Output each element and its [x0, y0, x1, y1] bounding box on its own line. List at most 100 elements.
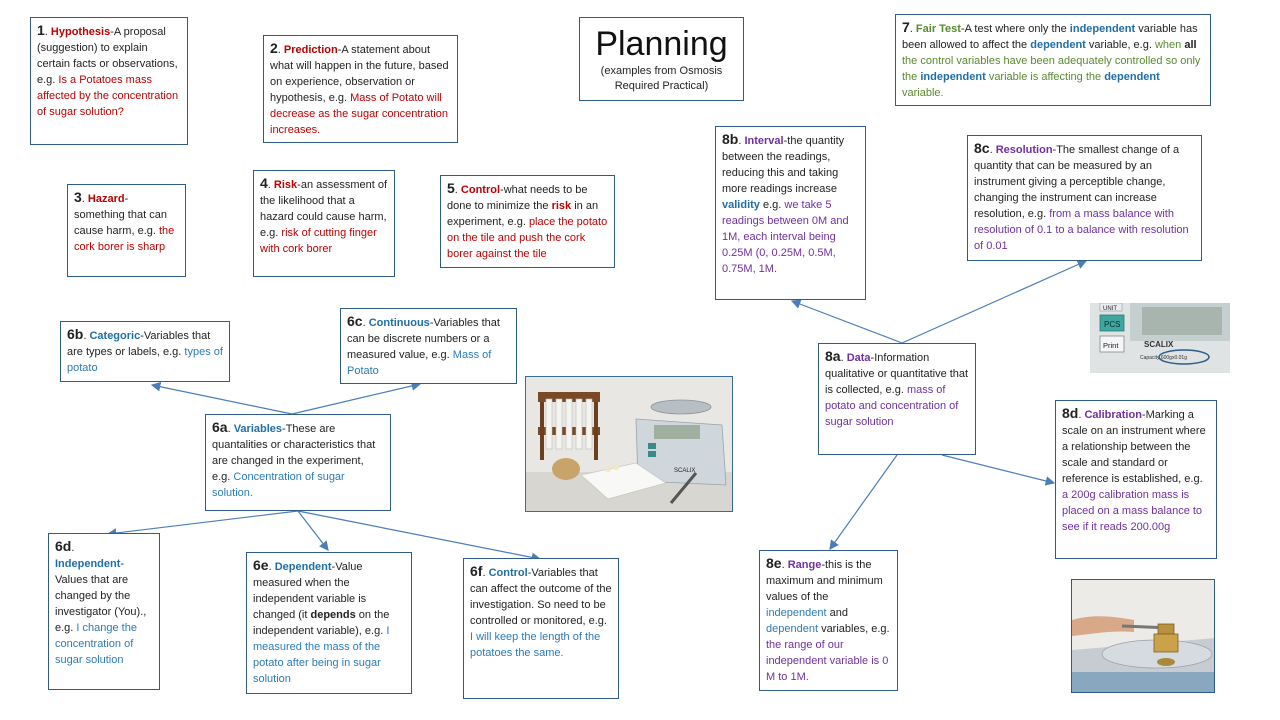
page-title: Planning: [595, 25, 728, 63]
card-number: 6d: [55, 538, 72, 554]
card-number: 7: [902, 19, 910, 35]
photo-scale-closeup: UNIT PCS Print SCALIX Capacity 600gx0.01…: [1090, 303, 1230, 373]
page-subtitle: (examples from Osmosis Required Practica…: [600, 65, 723, 92]
keyword-independent: independent: [920, 71, 986, 83]
card-definition: -this is the maximum and minimum values …: [766, 559, 883, 603]
card-term: Prediction: [283, 44, 338, 56]
card-prediction: 2. Prediction-A statement about what wil…: [263, 35, 458, 143]
card-term: Dependent: [274, 561, 332, 573]
card-resolution: 8c. Resolution-The smallest change of a …: [967, 135, 1202, 261]
arrow-6a-to-6c: [291, 381, 422, 415]
card-definition-cont: and: [829, 607, 848, 619]
card-term: Continuous: [368, 317, 430, 329]
keyword-depends: depends: [310, 609, 356, 621]
arrow-8a-to-8d: [941, 454, 1056, 486]
card-term: Risk: [273, 179, 298, 191]
card-definition-cont: variable has been allowed to affect the: [902, 23, 1198, 51]
card-term: Independent: [55, 558, 121, 570]
card-calibration: 8d. Calibration-Marking a scale on an in…: [1055, 400, 1217, 559]
card-dependent: 6e. Dependent-Value measured when the in…: [246, 552, 412, 694]
card-example: from a mass balance with resolution of 0…: [974, 208, 1189, 252]
arrow-8a-to-8c: [901, 260, 1088, 344]
capacity-highlight-ring: [1158, 349, 1210, 365]
card-independent: 6d. Independent-Values that are changed …: [48, 533, 160, 690]
card-continuous: 6c. Continuous-Variables that can be dis…: [340, 308, 517, 384]
card-example: we take 5 readings between 0M and 1M, ea…: [722, 199, 849, 275]
card-number: 6a: [212, 419, 228, 435]
keyword-dependent: dependent: [1030, 39, 1086, 51]
card-number-dot: .: [454, 184, 458, 196]
card-definition: -The smallest change of a quantity that …: [974, 144, 1180, 220]
card-definition: -Variables that can affect the outcome o…: [470, 567, 612, 627]
card-term: Range: [787, 559, 822, 571]
arrow-8a-to-8e: [829, 454, 898, 550]
print-button-label: Print: [1103, 341, 1119, 350]
card-definition-cont: e.g.: [762, 199, 782, 211]
card-term: Control: [488, 567, 528, 579]
card-number: 3: [74, 189, 82, 205]
card-number-dot: .: [781, 559, 785, 571]
card-number-dot: .: [83, 330, 87, 342]
card-example-cont: the control variables have been adequate…: [902, 55, 1201, 83]
card-definition: -Value measured when the independent var…: [253, 561, 367, 621]
card-number-dot: .: [268, 561, 272, 573]
card-example: Mass of Potato: [347, 349, 492, 377]
card-definition: -Values that are changed by the investig…: [55, 558, 147, 634]
card-number-dot: .: [81, 193, 85, 205]
card-control-variables: 6f. Control-Variables that can affect th…: [463, 558, 619, 699]
card-definition: -something that can cause harm, e.g.: [74, 193, 167, 237]
card-term: Control: [460, 184, 501, 196]
card-term: Variables: [233, 423, 283, 435]
card-term: Calibration: [1084, 409, 1142, 421]
card-definition: -A proposal (suggestion) to explain cert…: [37, 26, 178, 86]
card-number: 8e: [766, 555, 782, 571]
keyword-validity: validity: [722, 199, 760, 211]
card-example: I will keep the length of the potatoes t…: [470, 631, 601, 659]
card-definition: -A statement about what will happen in t…: [270, 44, 449, 104]
card-term: Resolution: [995, 144, 1053, 156]
card-number: 6c: [347, 313, 363, 329]
card-definition: -A test where only the: [960, 23, 1067, 35]
keyword-dependent: dependent: [1104, 71, 1160, 83]
card-example: Mass of Potato will decrease as the suga…: [270, 92, 448, 136]
card-definition: -Variables that can be discrete numbers …: [347, 317, 500, 361]
scale-brand: SCALIX: [1144, 340, 1174, 349]
card-definition-cont: variables, e.g.: [821, 623, 890, 635]
card-variables: 6a. Variables-These are quantalities or …: [205, 414, 391, 511]
card-hazard: 3. Hazard-something that can cause harm,…: [67, 184, 186, 277]
card-hypothesis: 1. Hypothesis-A proposal (suggestion) to…: [30, 17, 188, 145]
card-example: types of potato: [67, 346, 223, 374]
card-number-dot: .: [909, 23, 913, 35]
balance-brand: SCALIX: [674, 468, 695, 474]
card-definition: -Information qualitative or quantitative…: [825, 352, 969, 396]
card-term: Hazard: [87, 193, 125, 205]
card-example: I change the concentration of sugar solu…: [55, 622, 137, 666]
keyword-independent: independent: [766, 607, 827, 619]
card-keyword-risk: risk: [551, 200, 572, 212]
card-example: Is a Potatoes mass affected by the conce…: [37, 74, 179, 118]
card-number-dot: .: [482, 567, 486, 579]
card-definition: -the quantity between the readings, redu…: [722, 135, 845, 195]
arrow-8a-to-8b: [790, 299, 903, 344]
card-example: the range of our independent variable is…: [766, 639, 889, 683]
card-term: Data: [846, 352, 871, 364]
arrow-6a-to-6e: [297, 510, 329, 551]
card-example-cont: variable.: [902, 87, 944, 99]
card-data: 8a. Data-Information qualitative or quan…: [818, 343, 976, 455]
card-number-dot: .: [277, 44, 281, 56]
card-categoric: 6b. Categoric-Variables that are types o…: [60, 321, 230, 382]
card-number-dot: .: [71, 542, 75, 554]
card-number: 1: [37, 22, 45, 38]
card-number-dot: .: [227, 423, 231, 435]
card-number: 8d: [1062, 405, 1079, 421]
card-number: 6f: [470, 563, 483, 579]
card-definition-cont: in an experiment, e.g.: [447, 200, 599, 228]
card-number-dot: .: [989, 144, 993, 156]
card-number: 6b: [67, 326, 84, 342]
card-term: Hypothesis: [50, 26, 111, 38]
photo-calibration-mass: [1071, 579, 1215, 693]
pcs-button-label: PCS: [1104, 320, 1120, 329]
arrow-6a-to-6d: [106, 510, 299, 538]
card-definition: -Marking a scale on an instrument where …: [1062, 409, 1206, 485]
